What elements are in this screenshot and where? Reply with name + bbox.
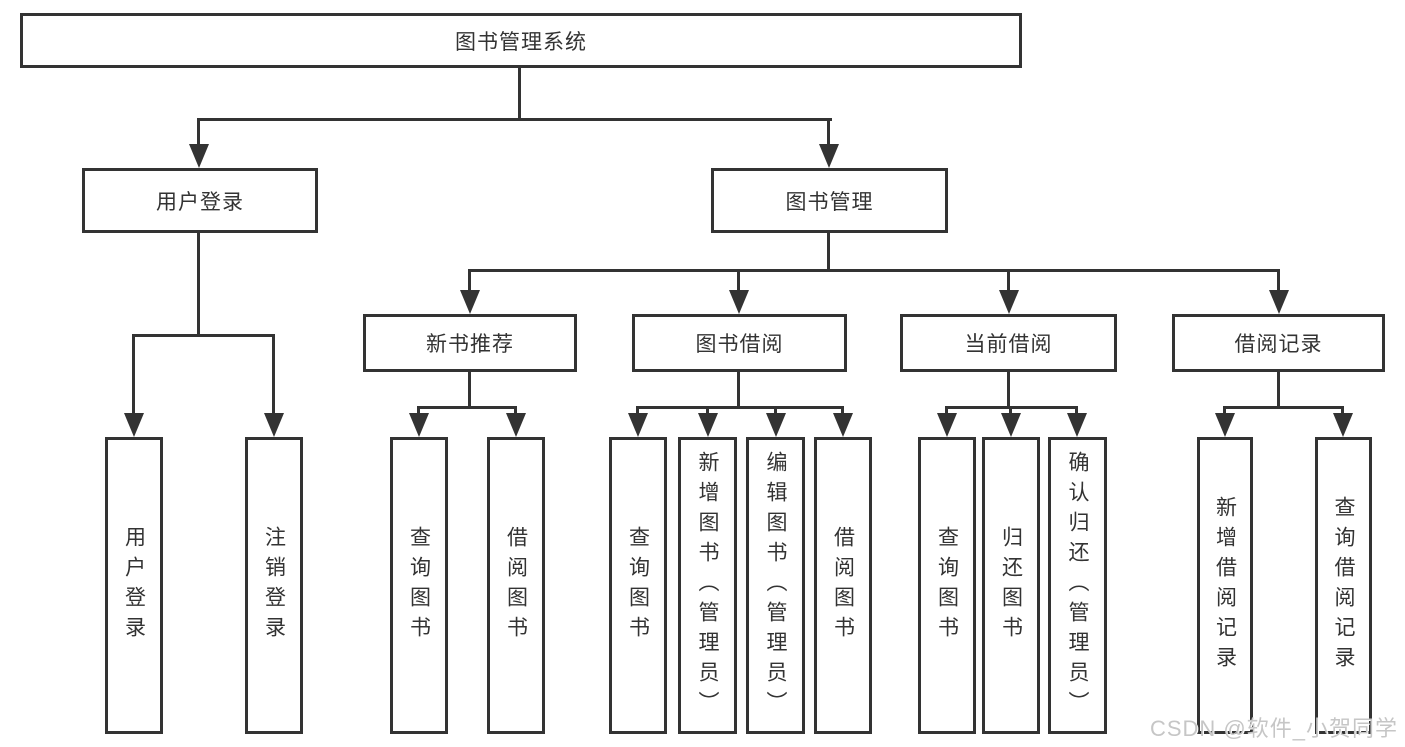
- edge-root-rail: [198, 118, 832, 121]
- arrowhead-icon: [1333, 413, 1353, 437]
- edge-book-mgmt-drop-2: [737, 269, 740, 293]
- node-borrow-records: 借阅记录: [1172, 314, 1385, 372]
- edge-book-mgmt-drop-1: [468, 269, 471, 293]
- edge-current-drop-1: [945, 406, 948, 415]
- edge-root-drop-right: [827, 118, 830, 147]
- arrowhead-icon: [766, 413, 786, 437]
- edge-book-mgmt-rail: [468, 269, 1280, 272]
- node-leaf-logout: 注销登录: [245, 437, 303, 734]
- edge-borrow-drop-1: [636, 406, 639, 415]
- node-current-borrow: 当前借阅: [900, 314, 1117, 372]
- edge-root-drop-left: [197, 118, 200, 147]
- edge-records-drop-1: [1223, 406, 1226, 415]
- node-leaf-query-borrow-record: 查询借阅记录: [1315, 437, 1372, 734]
- node-leaf-borrow-books-2: 借阅图书: [814, 437, 872, 734]
- arrowhead-icon: [729, 290, 749, 314]
- edge-book-mgmt-drop-3: [1007, 269, 1010, 293]
- arrowhead-icon: [264, 413, 284, 437]
- node-leaf-add-borrow-record: 新增借阅记录: [1197, 437, 1253, 734]
- node-leaf-edit-books-admin: 编辑图书（管理员）: [746, 437, 805, 734]
- arrowhead-icon: [460, 290, 480, 314]
- edge-user-login-stem: [197, 233, 200, 336]
- node-leaf-return-books: 归还图书: [982, 437, 1040, 734]
- edge-new-books-rail: [417, 406, 517, 409]
- arrowhead-icon: [1001, 413, 1021, 437]
- edge-records-rail: [1223, 406, 1344, 409]
- edge-new-books-stem: [468, 372, 471, 408]
- edge-current-stem: [1007, 372, 1010, 408]
- csdn-watermark: CSDN @软件_小贺同学: [1149, 716, 1398, 741]
- edge-user-login-rail: [132, 334, 275, 337]
- arrowhead-icon: [409, 413, 429, 437]
- arrowhead-icon: [819, 144, 839, 168]
- arrowhead-icon: [937, 413, 957, 437]
- node-leaf-borrow-books-1: 借阅图书: [487, 437, 545, 734]
- node-leaf-query-books-3: 查询图书: [918, 437, 976, 734]
- node-book-management: 图书管理: [711, 168, 948, 233]
- edge-root-stem: [518, 68, 521, 120]
- edge-borrow-drop-2: [706, 406, 709, 415]
- edge-current-drop-2: [1009, 406, 1012, 415]
- arrowhead-icon: [1215, 413, 1235, 437]
- edge-borrow-drop-3: [774, 406, 777, 415]
- node-book-borrow: 图书借阅: [632, 314, 847, 372]
- edge-book-mgmt-drop-4: [1277, 269, 1280, 293]
- edge-borrow-drop-4: [841, 406, 844, 415]
- edge-records-stem: [1277, 372, 1280, 408]
- edge-borrow-rail: [636, 406, 844, 409]
- edge-book-mgmt-stem: [827, 233, 830, 271]
- edge-user-login-drop-1: [132, 334, 135, 414]
- arrowhead-icon: [189, 144, 209, 168]
- node-leaf-query-books-1: 查询图书: [390, 437, 448, 734]
- edge-user-login-drop-2: [272, 334, 275, 414]
- edge-new-books-drop-1: [417, 406, 420, 415]
- arrowhead-icon: [1269, 290, 1289, 314]
- node-leaf-user-login: 用户登录: [105, 437, 163, 734]
- node-leaf-add-books-admin: 新增图书（管理员）: [678, 437, 737, 734]
- edge-borrow-stem: [737, 372, 740, 408]
- arrowhead-icon: [999, 290, 1019, 314]
- edge-current-drop-3: [1075, 406, 1078, 415]
- edge-records-drop-2: [1341, 406, 1344, 415]
- arrowhead-icon: [506, 413, 526, 437]
- arrowhead-icon: [698, 413, 718, 437]
- node-user-login: 用户登录: [82, 168, 318, 233]
- node-leaf-query-books-2: 查询图书: [609, 437, 667, 734]
- node-leaf-confirm-return-admin: 确认归还（管理员）: [1048, 437, 1107, 734]
- node-root: 图书管理系统: [20, 13, 1022, 68]
- node-new-book-recommend: 新书推荐: [363, 314, 577, 372]
- arrowhead-icon: [124, 413, 144, 437]
- arrowhead-icon: [1067, 413, 1087, 437]
- arrowhead-icon: [833, 413, 853, 437]
- edge-new-books-drop-2: [514, 406, 517, 415]
- arrowhead-icon: [628, 413, 648, 437]
